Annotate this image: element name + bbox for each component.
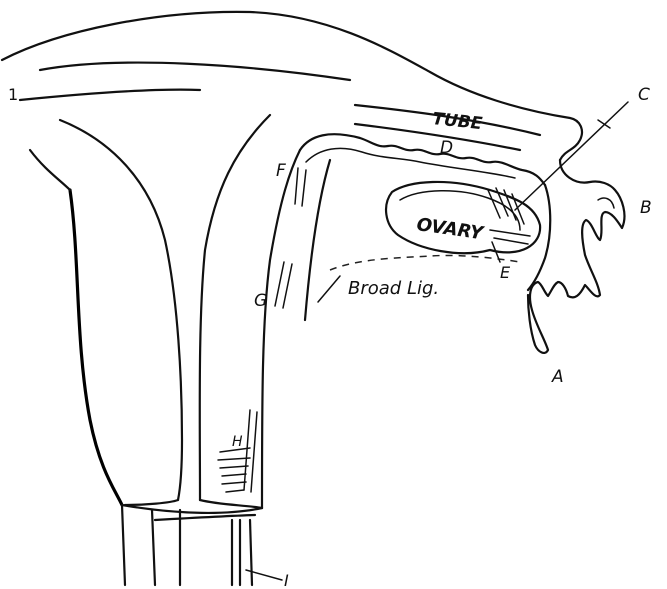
broad-ligament-dashed xyxy=(330,255,520,270)
h-hatching xyxy=(218,410,257,492)
ovarian-ligament-wavy xyxy=(300,134,545,185)
round-ligament-f-line-1 xyxy=(295,168,298,204)
uterus-left-outer xyxy=(30,150,70,190)
cervix-left-inner xyxy=(152,510,155,585)
ovarian-ligament-lower xyxy=(306,148,515,178)
cavity-top-line xyxy=(20,90,200,100)
label-e: E xyxy=(500,263,511,282)
label-i: I xyxy=(284,571,289,589)
uterus-left-wall xyxy=(70,190,122,505)
cervix-left-outer xyxy=(122,505,125,585)
round-ligament-f-line-2 xyxy=(302,170,306,206)
label-h: H xyxy=(232,434,243,450)
right-wall-inner xyxy=(305,160,330,320)
label-d: D xyxy=(440,138,453,158)
label-ovary: OVARY xyxy=(415,214,486,244)
label-broad-lig: Broad Lig. xyxy=(348,278,439,299)
broad-ligament-slash xyxy=(318,276,340,302)
cervix-right-3 xyxy=(250,520,252,585)
tube-ampulla-outer xyxy=(528,160,624,353)
label-tube: TUBE xyxy=(431,109,483,134)
label-b: B xyxy=(640,198,652,218)
fundus-inner-line xyxy=(40,63,350,80)
g-line-2 xyxy=(283,264,292,308)
g-line-1 xyxy=(275,262,284,306)
label-f: F xyxy=(276,161,286,181)
uterus-fundus-outline xyxy=(2,12,582,160)
label-c: C xyxy=(638,85,650,105)
label-a: A xyxy=(551,367,564,387)
label-one: 1 xyxy=(8,85,18,104)
cavity-bottom xyxy=(125,500,262,508)
fimbria-b-loop xyxy=(598,198,614,208)
label-g: G xyxy=(254,291,267,311)
